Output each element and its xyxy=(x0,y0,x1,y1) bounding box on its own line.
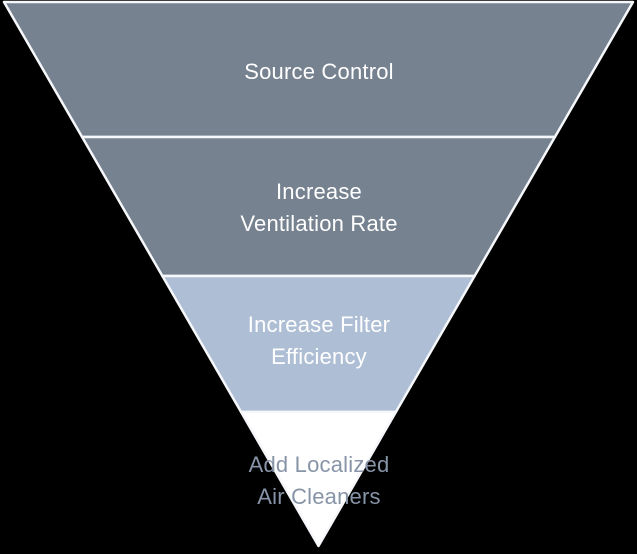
tier-add-localized-air-cleaners-shape xyxy=(239,410,398,548)
tier-increase-ventilation-rate-label-line-2: Ventilation Rate xyxy=(240,211,397,236)
tier-add-localized-air-cleaners-label-line-2: Air Cleaners xyxy=(257,484,380,509)
tier-increase-filter-efficiency-label-line-2: Efficiency xyxy=(271,344,367,369)
tier-source-control-label: Source Control xyxy=(244,59,394,84)
tier-increase-ventilation-rate-label-line-1: Increase xyxy=(276,179,362,204)
tier-increase-filter-efficiency-label-line-1: Increase Filter xyxy=(248,312,390,337)
tier-increase-ventilation-rate-shape xyxy=(80,135,557,278)
tier-add-localized-air-cleaners-label-line-1: Add Localized xyxy=(249,452,390,477)
